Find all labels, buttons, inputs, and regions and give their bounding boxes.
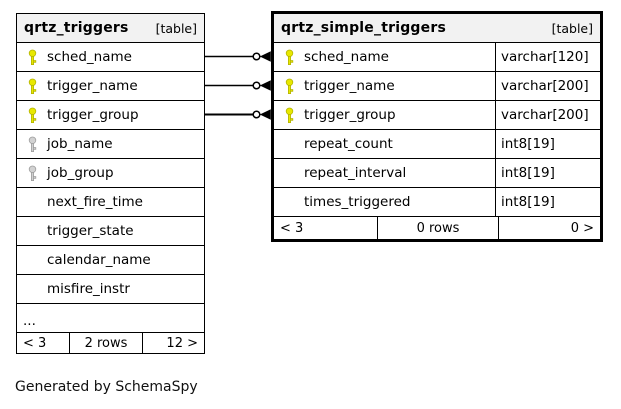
column-row-trigger-group: trigger_group (17, 101, 204, 130)
column-type: int8[19] (495, 130, 600, 158)
related-children-count: 0 > (498, 217, 600, 239)
column-name: times_triggered (304, 194, 411, 210)
column-name: repeat_count (304, 136, 393, 152)
column-name: sched_name (304, 49, 389, 65)
primary-key-icon (28, 78, 36, 94)
column-type: varchar[200] (495, 101, 600, 129)
column-row-repeat-interval: repeat_interval int8[19] (274, 159, 600, 188)
column-name: sched_name (47, 49, 132, 65)
foreign-key-icon (28, 165, 36, 181)
column-type: int8[19] (495, 159, 600, 187)
fk-connector-trigger-group (205, 109, 271, 120)
column-type: varchar[200] (495, 72, 600, 100)
column-name: trigger_group (304, 107, 396, 123)
table-qrtz-triggers: qrtz_triggers [table] sched_name trigger… (16, 13, 205, 354)
column-name: trigger_name (47, 78, 138, 94)
primary-key-icon (28, 49, 36, 65)
column-row-next-fire-time: next_fire_time (17, 188, 204, 217)
column-row-calendar-name: calendar_name (17, 246, 204, 275)
column-row-trigger-name: trigger_name (17, 72, 204, 101)
table-footer: < 3 2 rows 12 > (17, 333, 204, 353)
column-name: trigger_name (304, 78, 395, 94)
column-row-trigger-name: trigger_name varchar[200] (274, 72, 600, 101)
column-name: next_fire_time (47, 194, 143, 210)
row-count: 0 rows (377, 217, 498, 239)
table-header[interactable]: qrtz_simple_triggers [table] (274, 14, 600, 43)
table-header[interactable]: qrtz_triggers [table] (17, 14, 204, 43)
column-row-job-group: job_group (17, 159, 204, 188)
column-name: job_name (47, 136, 113, 152)
related-parents-count: < 3 (280, 220, 304, 236)
table-footer: < 3 0 rows 0 > (274, 217, 600, 239)
column-row-trigger-state: trigger_state (17, 217, 204, 246)
column-type: varchar[120] (495, 43, 600, 71)
table-type-badge: [table] (551, 20, 593, 36)
generator-note: Generated by SchemaSpy (15, 379, 198, 395)
primary-key-icon (285, 107, 293, 123)
row-count: 2 rows (69, 333, 142, 353)
column-name: trigger_group (47, 107, 139, 123)
foreign-key-icon (28, 136, 36, 152)
table-type-badge: [table] (155, 20, 197, 36)
table-qrtz-simple-triggers: qrtz_simple_triggers [table] sched_name … (271, 11, 603, 242)
related-parents-count: < 3 (23, 335, 47, 351)
primary-key-icon (285, 78, 293, 94)
column-row-sched-name: sched_name varchar[120] (274, 43, 600, 72)
column-name: calendar_name (47, 252, 151, 268)
column-row-misfire-instr: misfire_instr (17, 275, 204, 304)
table-name[interactable]: qrtz_triggers (24, 20, 129, 36)
more-columns-ellipsis: ... (17, 304, 204, 333)
column-name: repeat_interval (304, 165, 407, 181)
column-name: job_group (47, 165, 114, 181)
fk-connector-sched-name (205, 51, 271, 62)
column-name: misfire_instr (47, 281, 130, 297)
related-children-count: 12 > (142, 333, 204, 353)
column-row-trigger-group: trigger_group varchar[200] (274, 101, 600, 130)
fk-connector-trigger-name (205, 80, 271, 91)
primary-key-icon (28, 107, 36, 123)
column-row-repeat-count: repeat_count int8[19] (274, 130, 600, 159)
table-name[interactable]: qrtz_simple_triggers (281, 20, 446, 36)
column-name: trigger_state (47, 223, 134, 239)
column-row-job-name: job_name (17, 130, 204, 159)
column-type: int8[19] (495, 188, 600, 216)
primary-key-icon (285, 49, 293, 65)
column-row-times-triggered: times_triggered int8[19] (274, 188, 600, 217)
column-row-sched-name: sched_name (17, 43, 204, 72)
